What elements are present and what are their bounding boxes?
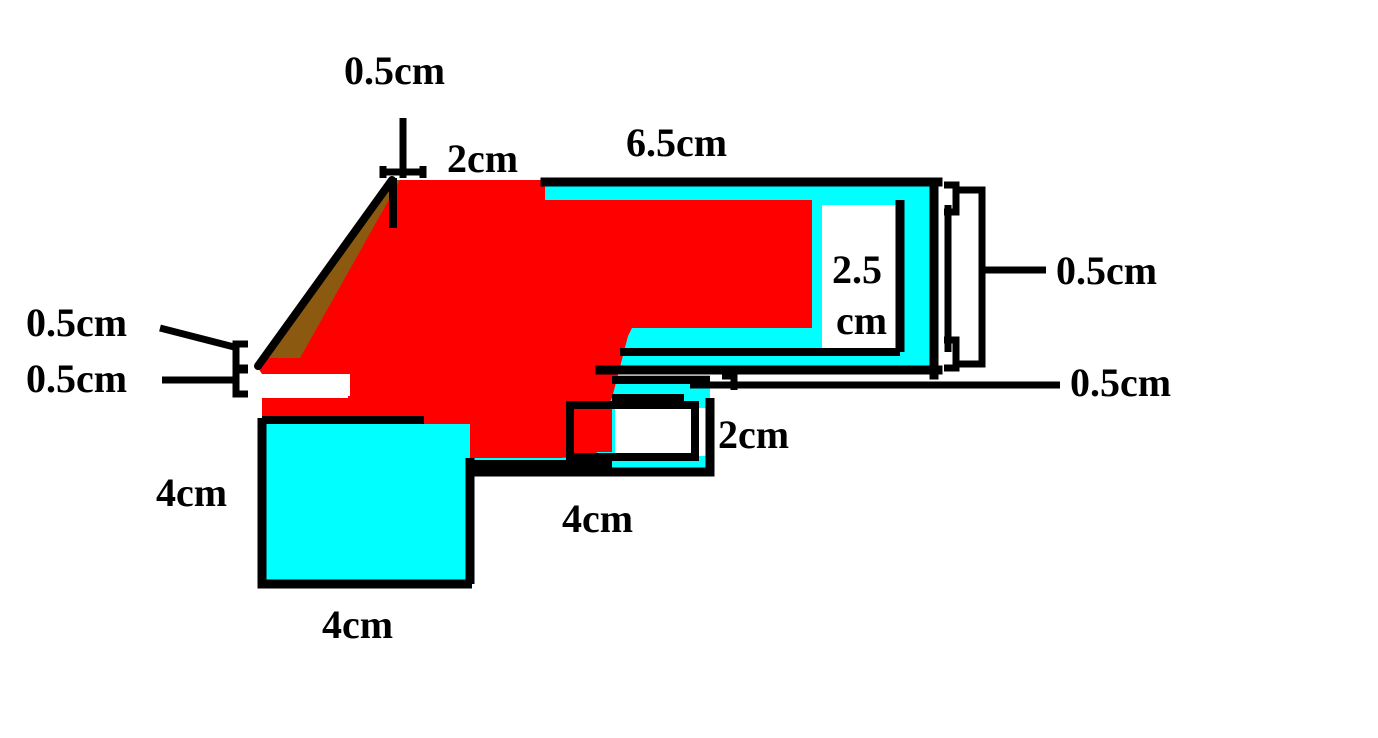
dim-left-lower-thickness: [162, 366, 248, 398]
dim-inner-height: 2.5 cm: [832, 247, 887, 343]
label-bottom-tab-width: 4cm: [562, 496, 633, 541]
label-left-lower-thickness: 0.5cm: [26, 356, 127, 401]
outline-bottom-tab-inner-rect: [566, 401, 699, 461]
red-annotation-overlay: [258, 180, 812, 458]
dim-right-lower-thickness: [690, 372, 1060, 390]
dim-left-upper-thickness: [159, 324, 248, 372]
dim-right-lower-tick-bracket: [722, 372, 738, 390]
left-white-slot: [262, 374, 350, 396]
label-left-square-height: 4cm: [156, 470, 227, 515]
dim-right-wall-thickness: [944, 181, 1046, 372]
label-left-upper-thickness: 0.5cm: [26, 300, 127, 345]
dim-left-upper-bracket: [232, 340, 248, 372]
cyan-left-square: [262, 424, 472, 584]
label-top-flat-span: 2cm: [447, 136, 518, 181]
label-top-left-thickness: 0.5cm: [344, 48, 445, 93]
label-top-right-span: 6.5cm: [626, 120, 727, 165]
outline-bottom-tab: [470, 398, 715, 477]
label-right-lower-thickness: 0.5cm: [1070, 360, 1171, 405]
label-inner-height-unit: cm: [836, 298, 887, 343]
dim-top-left-thickness: [379, 118, 427, 178]
outline-left-square: [257, 418, 472, 589]
inner-cavity-white: [822, 205, 900, 353]
dim-left-lower-bracket: [232, 366, 248, 398]
dim-top-left-bracket: [379, 166, 427, 178]
label-inner-height-value: 2.5: [832, 247, 882, 292]
dim-left-upper-leader: [159, 324, 239, 352]
label-left-square-width: 4cm: [322, 602, 393, 647]
outline-chamfer-diagonal: [254, 176, 396, 370]
label-bottom-tab-height: 2cm: [718, 412, 789, 457]
label-right-wall-thickness: 0.5cm: [1056, 248, 1157, 293]
red-tongue: [572, 404, 612, 452]
dim-right-extension-bracket: [956, 186, 986, 368]
